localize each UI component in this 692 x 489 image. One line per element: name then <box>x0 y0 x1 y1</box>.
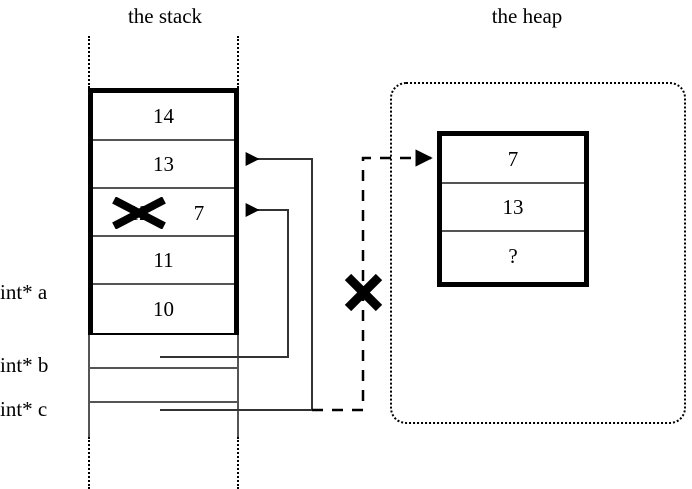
stack-pointer-cell-c <box>90 369 237 403</box>
stack-cell-0-value: 14 <box>153 103 174 128</box>
stack-pointer-cell-b <box>90 335 237 369</box>
stack-cell-2-old-value: 12 <box>128 200 150 225</box>
stack-heading: the stack <box>127 4 203 28</box>
stack-rail-left-bottom <box>88 437 90 489</box>
broken-link-x-icon <box>344 273 383 312</box>
heap-cell-1: 13 <box>442 184 584 232</box>
stack-cell-0: 14 <box>93 93 234 141</box>
stack-cell-4: 10 <box>93 285 234 333</box>
heap-cell-0-value: 7 <box>507 146 519 171</box>
stack-cell-3: 11 <box>93 237 234 285</box>
stack-cell-2-new-value: 7 <box>193 200 205 225</box>
stack-pointer-cell-empty <box>90 403 237 437</box>
stack-pointer-frame <box>88 335 239 437</box>
heap-cell-2: ? <box>442 232 584 280</box>
stack-cell-4-value: 10 <box>153 296 174 321</box>
stack-cell-1-value: 13 <box>153 151 174 176</box>
stack-rail-left-top <box>88 36 90 88</box>
stack-cell-3-value: 11 <box>153 247 174 272</box>
var-label-b: int* b <box>0 353 49 377</box>
var-label-a: int* a <box>0 280 48 304</box>
heap-heading: the heap <box>491 4 563 28</box>
heap-cell-2-value: ? <box>508 243 518 268</box>
heap-block: 7 13 ? <box>437 131 589 287</box>
stack-frame: 14 13 12 7 11 10 <box>88 88 239 335</box>
stack-cell-1: 13 <box>93 141 234 189</box>
stack-rail-right-top <box>237 36 239 88</box>
heap-cell-1-value: 13 <box>502 194 524 219</box>
var-label-c: int* c <box>0 397 48 421</box>
stack-rail-right-bottom <box>237 437 239 489</box>
heap-cell-0: 7 <box>442 136 584 184</box>
stack-cell-2: 12 7 <box>93 189 234 237</box>
